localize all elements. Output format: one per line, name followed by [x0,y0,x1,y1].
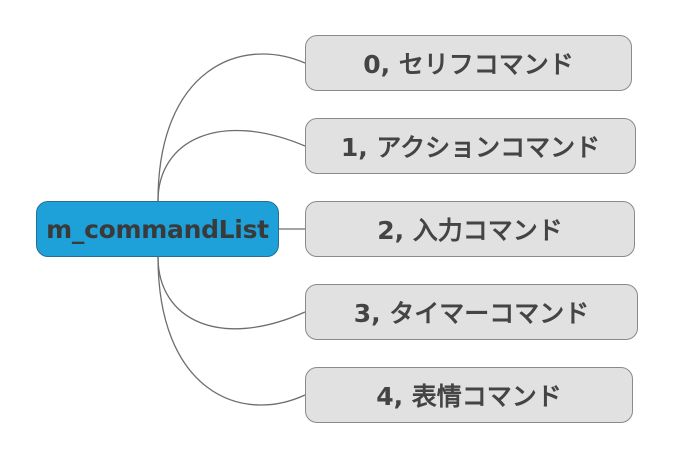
child-label: 4, 表情コマンド [376,382,562,411]
child-label: 2, 入力コマンド [377,216,563,245]
connector-0 [157,53,306,202]
connector-3 [157,256,306,330]
child-node-timer-command[interactable]: 3, タイマーコマンド [305,284,638,340]
root-label: m_commandList [46,214,269,244]
child-node-input-command[interactable]: 2, 入力コマンド [305,201,635,257]
child-node-action-command[interactable]: 1, アクションコマンド [305,118,636,174]
child-label: 1, アクションコマンド [340,133,601,162]
child-node-expression-command[interactable]: 4, 表情コマンド [305,367,633,423]
connector-4 [157,256,306,406]
child-label: 3, タイマーコマンド [353,299,590,328]
child-node-serif-command[interactable]: 0, セリフコマンド [305,35,632,91]
child-label: 0, セリフコマンド [363,50,574,79]
connector-1 [157,129,306,202]
root-node[interactable]: m_commandList [36,201,279,257]
